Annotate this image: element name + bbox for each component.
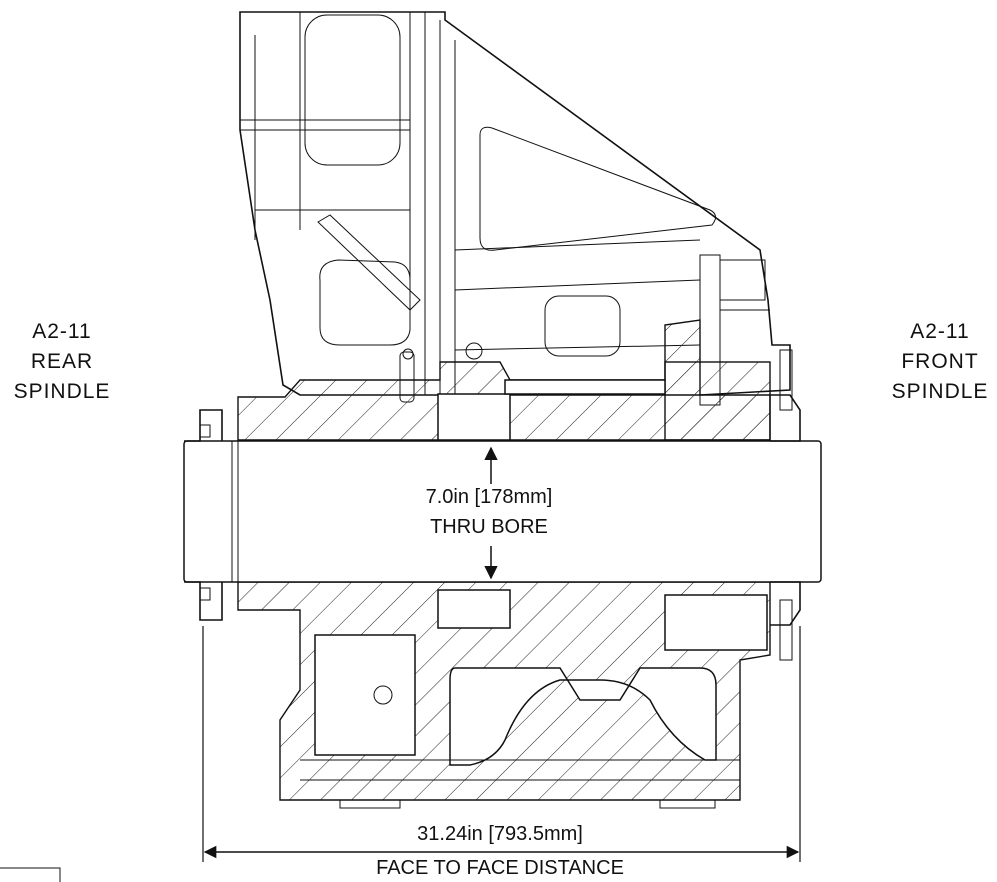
hatched-section-bottom (237, 581, 771, 809)
bore-label-2: THRU BORE (430, 516, 548, 538)
front-spindle-label-1: A2-11 (910, 320, 969, 343)
face-to-face-label-2: FACE TO FACE DISTANCE (376, 857, 624, 879)
corner-mark (0, 867, 61, 882)
rear-spindle-label-2: REAR (31, 350, 93, 373)
bore-label-1: 7.0in [178mm] (426, 486, 553, 508)
rear-spindle-label-1: A2-11 (32, 320, 91, 343)
front-spindle-label-2: FRONT (901, 350, 978, 373)
upper-housing (239, 11, 791, 406)
front-spindle-label-3: SPINDLE (892, 380, 989, 403)
hatched-section-top (237, 319, 771, 441)
rear-spindle-label-3: SPINDLE (14, 380, 111, 403)
face-to-face-label-1: 31.24in [793.5mm] (417, 823, 583, 845)
face-to-face-dimension (202, 626, 801, 862)
